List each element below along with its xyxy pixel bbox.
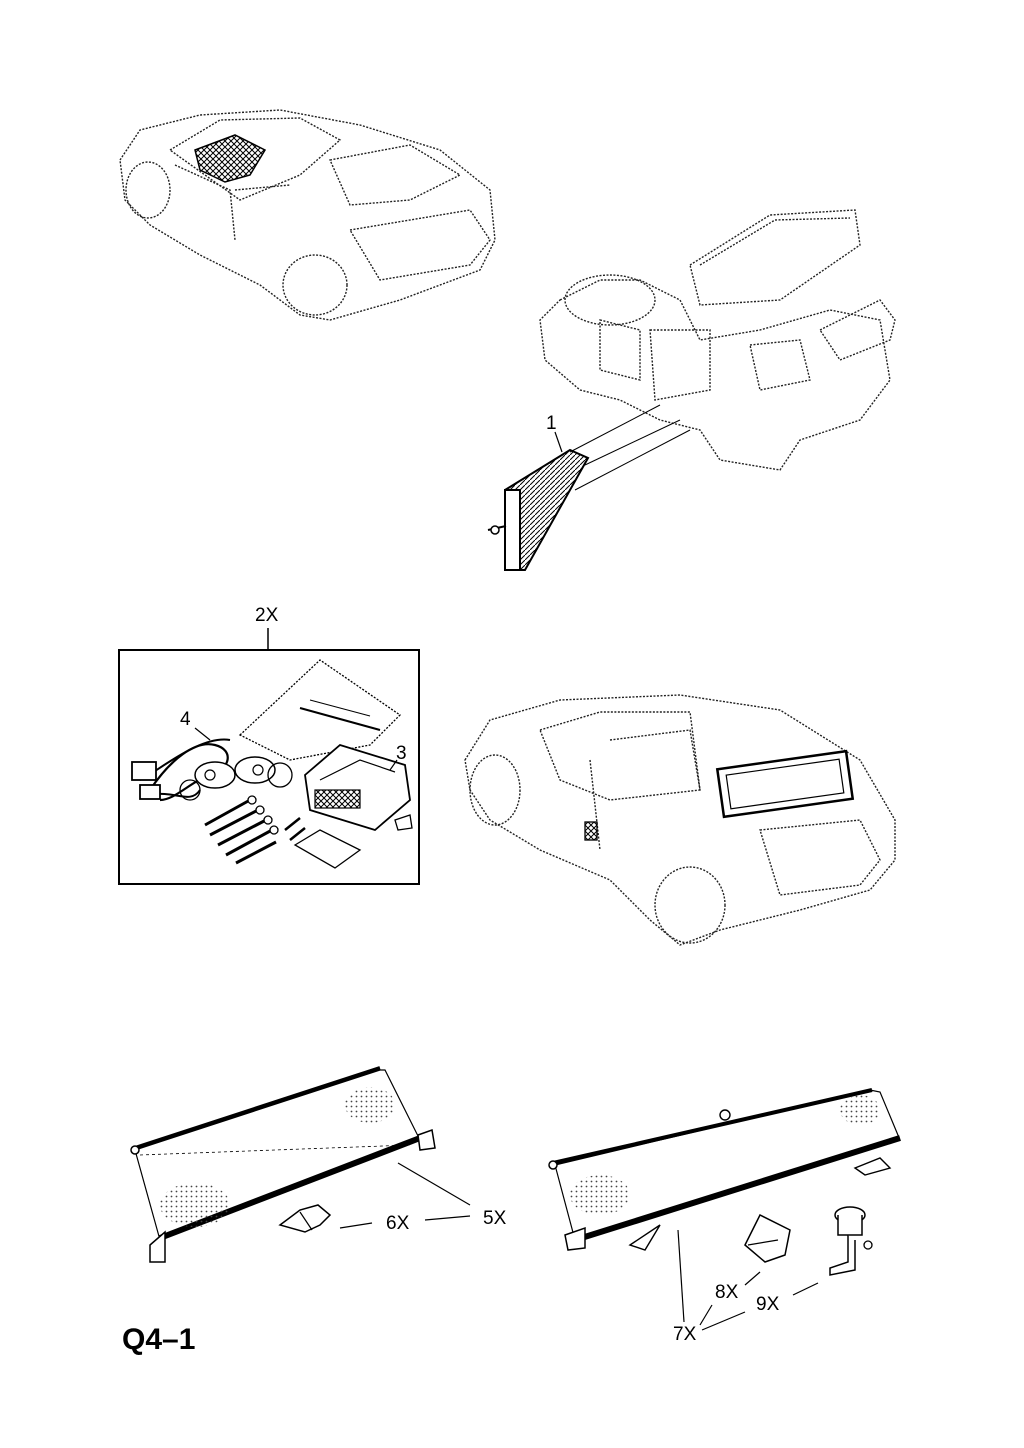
callout-3-leader (389, 759, 398, 771)
callout-2x: 2X (255, 605, 279, 626)
callout-7x-9x-leader (701, 1311, 746, 1331)
alarm-kit-box (118, 649, 420, 885)
alarm-kit-contents (131, 659, 413, 869)
callout-5x-6x-leader (424, 1215, 471, 1221)
pollen-filter-illustration (487, 404, 691, 571)
sunblind-right-illustration (548, 1088, 901, 1276)
callout-7x-8x-leader (699, 1304, 713, 1326)
callout-9x-leader (792, 1282, 819, 1296)
hatchback-illustration (464, 694, 896, 946)
callout-3: 3 (396, 743, 407, 764)
callout-6x-leader (339, 1222, 373, 1229)
callout-4-leader (194, 727, 211, 741)
page-code: Q4–1 (122, 1323, 196, 1356)
callout-9x: 9X (756, 1294, 780, 1315)
rear-window-inner (725, 758, 845, 810)
callout-1: 1 (546, 413, 557, 434)
sunblind-left-illustration (130, 1066, 436, 1263)
callout-8x-leader (744, 1271, 761, 1286)
rear-window-outline (715, 749, 855, 819)
callout-6x: 6X (386, 1213, 410, 1234)
sedan-roof-module-hatch (194, 134, 267, 183)
door-handle-module (584, 821, 598, 841)
heater-housing-illustration (539, 209, 896, 471)
sedan-illustration (119, 109, 496, 321)
callout-7x: 7X (673, 1324, 697, 1345)
callout-8x: 8X (715, 1282, 739, 1303)
callout-1-leader (554, 431, 563, 453)
callout-5x: 5X (483, 1208, 507, 1229)
callout-5x-leader (397, 1162, 471, 1206)
callout-7x-leader (677, 1229, 685, 1323)
callout-4: 4 (180, 709, 191, 730)
